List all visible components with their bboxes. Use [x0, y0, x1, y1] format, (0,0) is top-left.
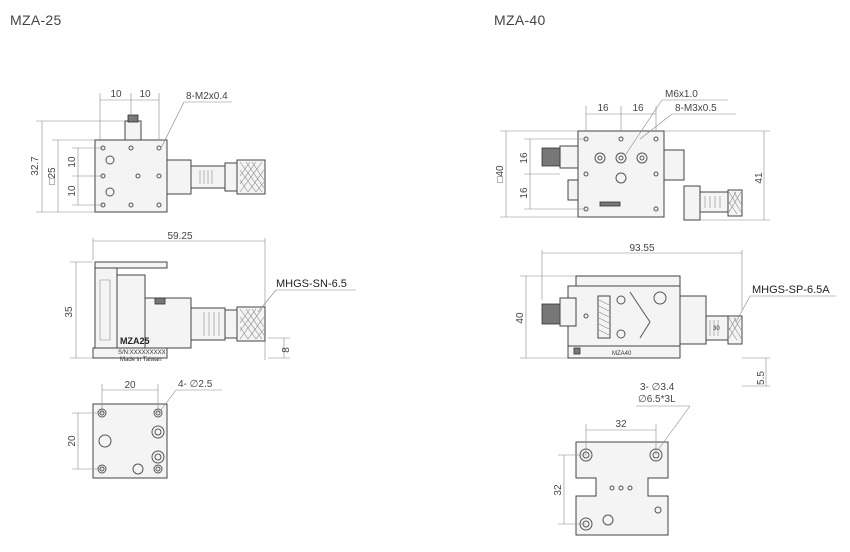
mza25-bottom-holes: 4- ∅2.5	[178, 379, 213, 390]
mza40-engrave-model: MZA40	[612, 351, 632, 357]
mza25-bottom-plate	[92, 403, 168, 479]
mza40-bottom-view: 32 3- ∅3.4 ∅6.5*3L 32	[553, 382, 691, 536]
model-title-mza-40: MZA-40	[494, 12, 546, 28]
mza25-dim-a: 10	[110, 89, 122, 100]
mza25-top-plate	[94, 139, 168, 213]
mza25-screw-label: 8-M2x0.4	[186, 91, 228, 102]
mza40-width-dim: 93.55	[629, 243, 654, 254]
mza25-bottom-pitch: 20	[124, 380, 136, 391]
mza25-engrave-sn: S/N:XXXXXXXXX	[118, 350, 166, 356]
mza25-width-dim: 59.25	[167, 231, 192, 242]
mza25-square-dim: □25	[47, 167, 58, 185]
mza40-bottom-holes-b: ∅6.5*3L	[638, 394, 676, 405]
mza40-side-a: 16	[519, 152, 530, 164]
mza40-screw-b: 8-M3x0.5	[675, 103, 717, 114]
mza25-side-b: 10	[67, 185, 78, 197]
svg-text:30: 30	[713, 326, 720, 332]
mza40-height-dim: 40	[515, 312, 526, 324]
mza40-top-view: 16 16 M6x1.0 8-M3x0.5 □40 16 16 41	[495, 89, 770, 221]
mza40-micrometer-label: MHGS-SP-6.5A	[752, 284, 830, 296]
model-title-mza-25: MZA-25	[10, 12, 62, 28]
mza25-top-view: 10 10 8-M2x0.4 32.7 □25 10 10	[30, 89, 266, 213]
mza40-bottom-plate	[575, 441, 669, 536]
mza40-square-dim: □40	[495, 165, 506, 183]
mza40-screw-a: M6x1.0	[665, 89, 698, 100]
mza25-top-knob	[124, 120, 142, 141]
mza40-front-thimble	[727, 315, 743, 345]
mza25-bottom-pitch-side: 20	[67, 435, 78, 447]
mza25-dim-b: 10	[139, 89, 151, 100]
mza40-dim-b: 16	[632, 103, 644, 114]
mza25-bottom-view: 20 4- ∅2.5 20	[67, 379, 222, 479]
mza25-engrave-model: MZA25	[120, 336, 150, 346]
mza40-front-view: 93.55 30 MZA40 40 5.5 MHGS-SP-6.5A	[515, 243, 836, 387]
mza25-front-view: 59.25 MZA25 S/N:XXXXXXXXX Made in Taiwan…	[64, 231, 356, 363]
mza25-engrave-made: Made in Taiwan	[120, 357, 162, 363]
mza25-offset-dim: 8	[281, 347, 292, 353]
mza25-height-dim: 35	[64, 306, 75, 318]
mza40-bottom-holes-a: 3- ∅3.4	[640, 382, 675, 393]
mza40-top-plate	[577, 130, 665, 218]
mza25-outer-dim: 32.7	[30, 156, 41, 176]
mza40-side-b: 16	[519, 187, 530, 199]
mza25-micrometer-label: MHGS-SN-6.5	[276, 278, 347, 290]
mza25-side-a: 10	[67, 156, 78, 168]
mza40-offset-dim: 5.5	[756, 371, 767, 385]
mza40-outer-dim: 41	[754, 172, 765, 184]
mza40-dim-a: 16	[597, 103, 609, 114]
mza40-bottom-pitch-side: 32	[553, 484, 564, 496]
mza40-bottom-pitch: 32	[615, 419, 627, 430]
